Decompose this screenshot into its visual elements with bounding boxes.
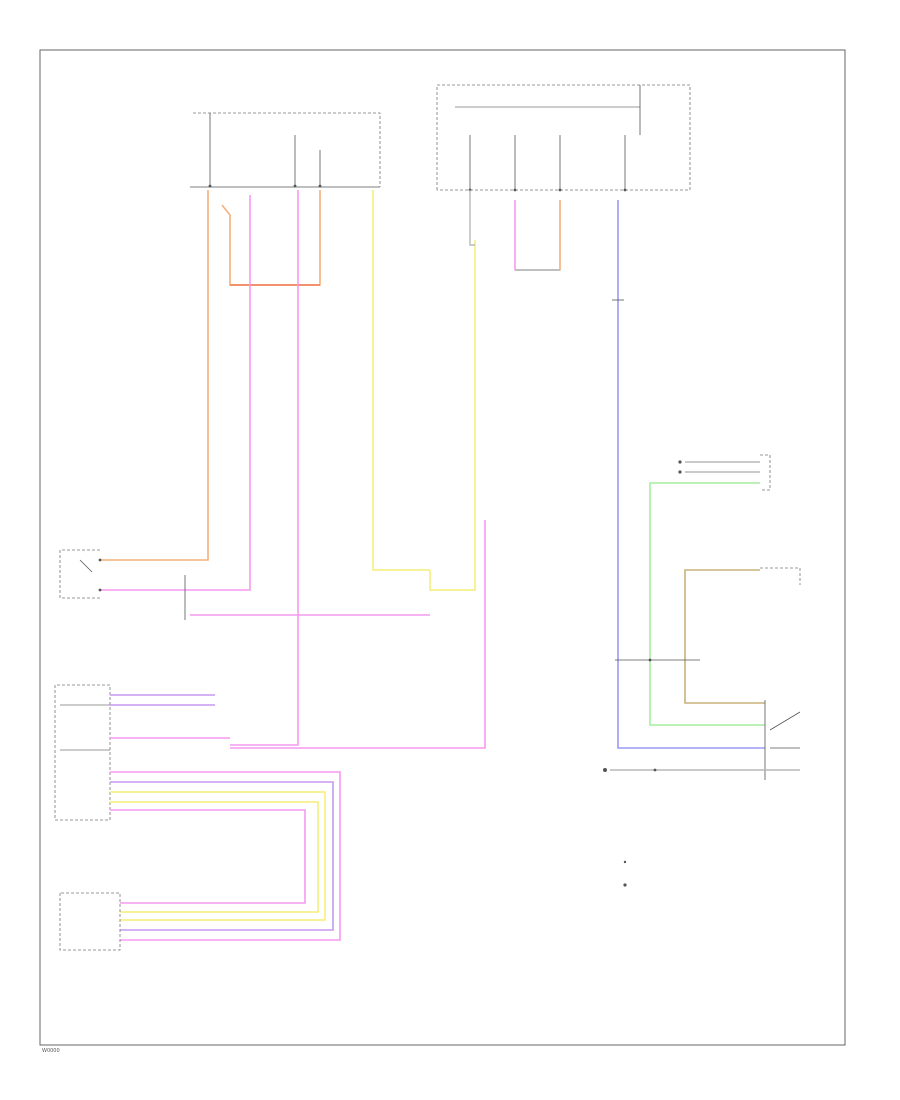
brake-pedal-switch [59, 549, 186, 620]
smart-junction-box [436, 84, 691, 192]
wire-pink-2 [230, 190, 299, 746]
wire-pink-1 [100, 195, 251, 591]
legend [623, 860, 627, 887]
jumper-connector [514, 245, 561, 271]
wire-violet-bus [110, 781, 334, 931]
wire-blue [617, 200, 765, 749]
wire-orange-2 [221, 190, 321, 286]
page-code: W0000 [42, 1048, 60, 1054]
wire-yellow-bus-2 [110, 801, 319, 913]
wire-yellow-2 [429, 240, 476, 591]
wire-pink-bus-2 [110, 809, 306, 904]
diagram-frame [39, 49, 846, 1046]
wire-yellow-1 [372, 190, 430, 571]
wire-orange-1 [100, 190, 209, 561]
wire-gray-center [469, 190, 475, 246]
wire-green [649, 482, 765, 726]
wire-pink-bus-1 [110, 771, 341, 941]
wire-yellow-bus-1 [110, 791, 326, 921]
remote-function-module [684, 567, 801, 704]
powertrain-control-module [54, 684, 111, 821]
transmission-range-sensor [59, 892, 121, 951]
clock-spring [764, 700, 801, 780]
instrument-panel-cluster [678, 454, 771, 491]
wire-pink-4 [230, 520, 486, 749]
battery-junction-box [190, 112, 381, 188]
